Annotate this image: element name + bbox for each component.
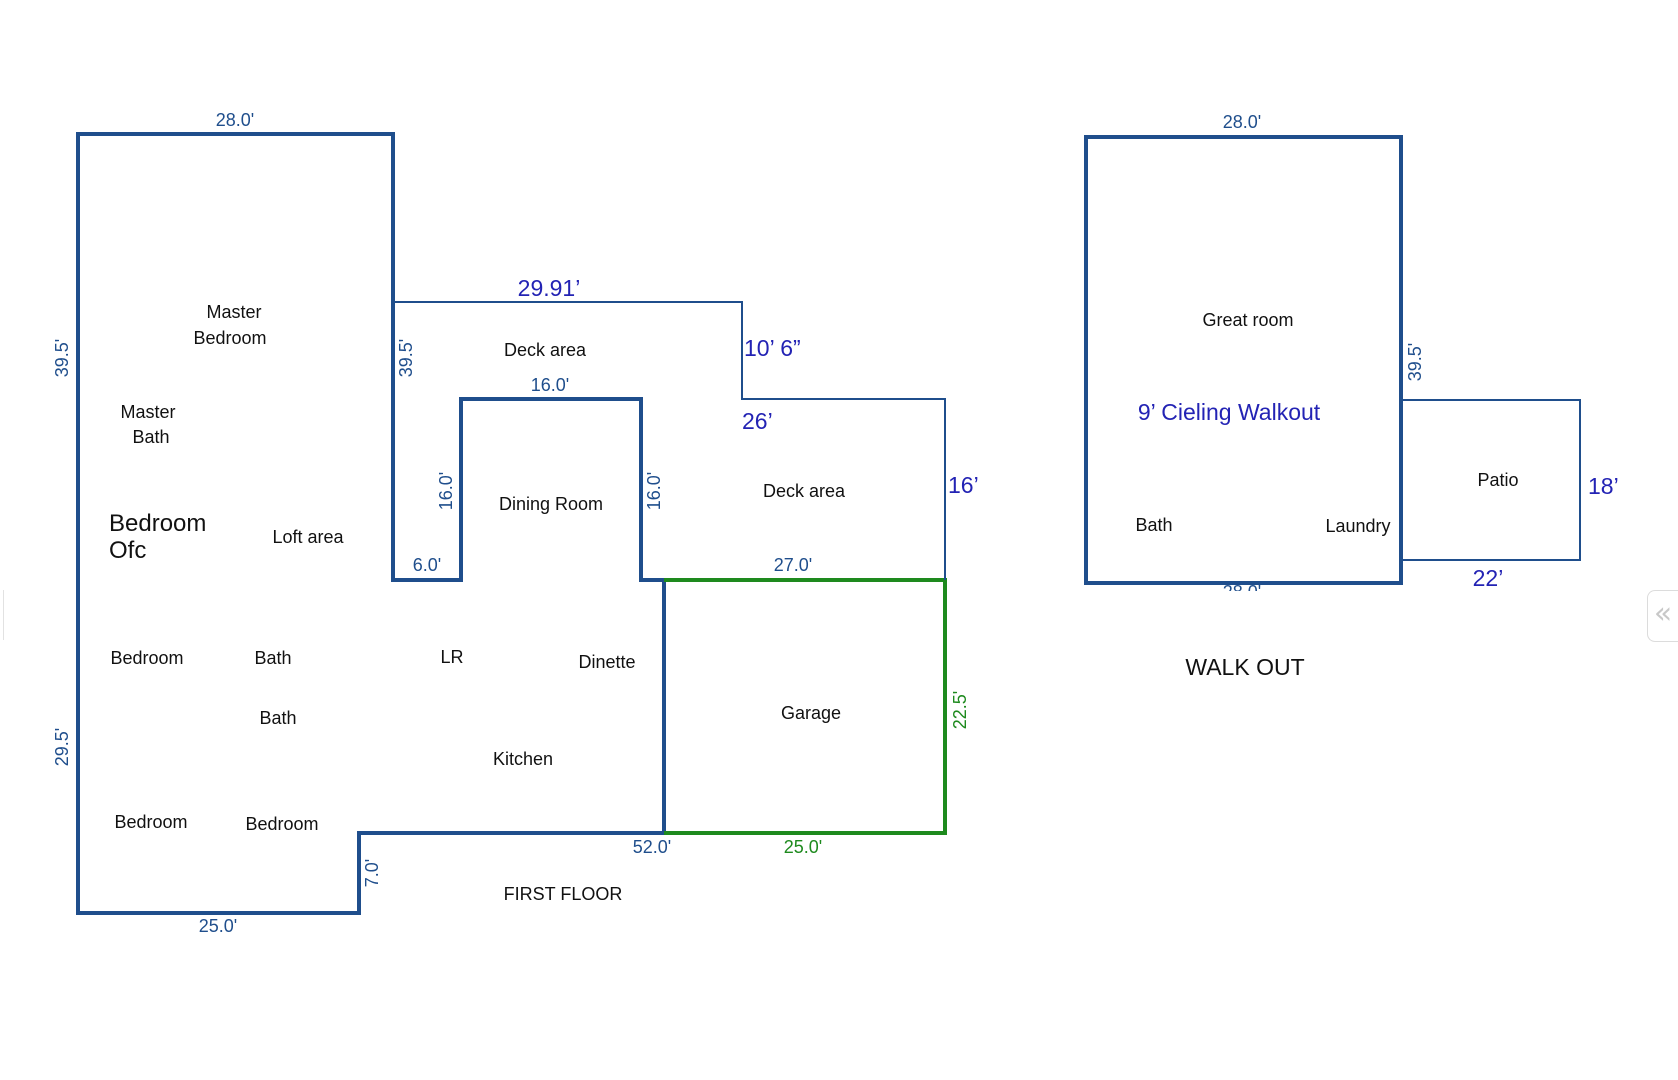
room-loft: Loft area <box>272 527 344 547</box>
room-master-bedroom-line2: Bedroom <box>193 328 266 348</box>
room-patio: Patio <box>1477 470 1518 490</box>
room-deck-lower: Deck area <box>763 481 846 501</box>
dim-notch-left-width: 6.0' <box>413 555 441 575</box>
dim-patio-bottom: 22’ <box>1473 565 1504 591</box>
room-bedroom-ofc-line1: Bedroom <box>109 510 206 537</box>
dim-walkout-bottom: 28.0' <box>1223 582 1261 602</box>
dim-deck-step: 10’ 6” <box>744 335 801 361</box>
dim-left-upper: 39.5' <box>52 339 72 377</box>
room-great-room: Great room <box>1202 310 1293 330</box>
room-kitchen: Kitchen <box>493 749 553 769</box>
garage-outline <box>664 578 947 835</box>
patio-outline <box>1401 399 1581 561</box>
house-outline <box>76 132 666 915</box>
dim-patio-right: 18’ <box>1588 473 1619 499</box>
dim-walkout-right: 39.5' <box>1405 343 1425 381</box>
dim-inner-wall: 39.5' <box>396 339 416 377</box>
dim-step-height: 7.0' <box>362 859 382 887</box>
dim-lower-wall: 52.0' <box>633 837 671 857</box>
walkout-outline <box>1084 135 1403 585</box>
room-bedroom-mid: Bedroom <box>110 648 183 668</box>
room-deck-upper: Deck area <box>504 340 587 360</box>
walk-out-plan: 28.0' 39.5' 18’ 22’ 28.0' Great room 9’ … <box>1084 112 1619 680</box>
deck-outline <box>393 301 946 580</box>
dim-notch-left-height: 16.0' <box>436 472 456 510</box>
dim-walkout-bottom-clip: 28.0' <box>1223 582 1261 602</box>
room-bedroom-br: Bedroom <box>245 814 318 834</box>
dim-garage-height: 22.5' <box>950 691 970 729</box>
dim-bottom-width: 25.0' <box>199 916 237 936</box>
dim-deck-top: 29.91’ <box>518 275 581 301</box>
room-master-bath-line1: Master <box>120 402 175 422</box>
dim-left-lower: 29.5' <box>52 728 72 766</box>
walkout-ceiling-note: 9’ Cieling Walkout <box>1138 399 1321 425</box>
first-floor-caption: FIRST FLOOR <box>504 884 623 904</box>
walk-out-caption: WALK OUT <box>1185 654 1304 680</box>
room-walkout-bath: Bath <box>1135 515 1172 535</box>
room-bedroom-ofc-line2: Ofc <box>109 537 146 564</box>
left-edge-handle[interactable] <box>0 590 4 640</box>
dim-garage-width: 25.0' <box>784 837 822 857</box>
room-lr: LR <box>440 647 463 667</box>
first-floor-plan: 28.0' 39.5' 29.5' 25.0' 7.0' 52.0' 39.5'… <box>52 110 979 936</box>
room-bedroom-bl: Bedroom <box>114 812 187 832</box>
room-bath-1: Bath <box>254 648 291 668</box>
room-bath-2: Bath <box>259 708 296 728</box>
dim-deck-right: 16’ <box>948 472 979 498</box>
dim-notch-right-height: 16.0' <box>644 472 664 510</box>
room-master-bedroom-line1: Master <box>206 302 261 322</box>
room-dinette: Dinette <box>578 652 635 672</box>
room-master-bath-line2: Bath <box>132 427 169 447</box>
dim-deck-wall: 27.0' <box>774 555 812 575</box>
double-chevron-left-icon[interactable]: « <box>1647 590 1678 642</box>
dim-notch-top: 16.0' <box>531 375 569 395</box>
dim-deck-lower: 26’ <box>742 408 773 434</box>
room-garage: Garage <box>781 703 841 723</box>
room-laundry: Laundry <box>1325 516 1390 536</box>
dim-walkout-top: 28.0' <box>1223 112 1261 132</box>
dim-top-width: 28.0' <box>216 110 254 130</box>
room-dining: Dining Room <box>499 494 603 514</box>
